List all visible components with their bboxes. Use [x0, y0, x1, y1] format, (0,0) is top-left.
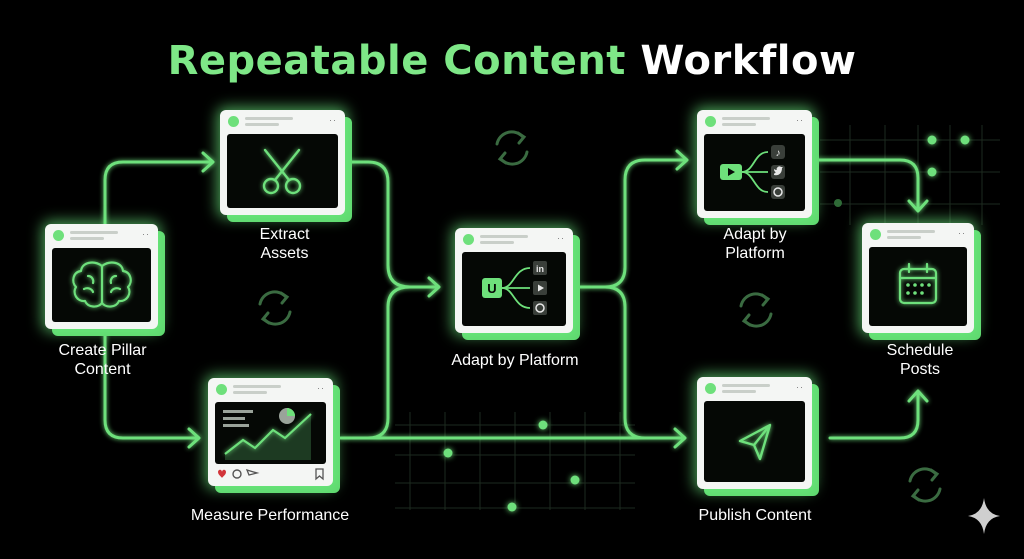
label-publish-content: Publish Content	[698, 507, 812, 524]
connectors	[103, 149, 929, 449]
pinterest-icon	[533, 301, 547, 315]
pinterest-icon	[771, 185, 785, 199]
bookmark-icon	[315, 468, 324, 481]
label-measure-performance: Measure Performance	[190, 507, 350, 524]
card-adapt-top: ·· ♪	[697, 110, 812, 218]
refresh-icon	[739, 292, 773, 328]
analytics-chart-icon	[223, 408, 312, 460]
refresh-icon	[495, 130, 529, 166]
svg-text:in: in	[536, 264, 544, 274]
title-accent: Repeatable Content	[167, 38, 626, 84]
card-create-pillar: ··	[45, 224, 158, 329]
send-icon	[738, 423, 772, 461]
refresh-icon	[258, 290, 292, 326]
calendar-icon	[898, 262, 938, 305]
youtube-icon	[533, 281, 547, 295]
card-extract-assets: ··	[220, 110, 345, 215]
card-schedule-posts: ··	[862, 223, 974, 333]
title-plain: Workflow	[640, 38, 857, 84]
twitter-icon	[771, 165, 785, 179]
video-split-icon: ♪	[720, 145, 785, 199]
scissors-icon	[262, 148, 302, 195]
svg-text:♪: ♪	[776, 148, 781, 159]
send-small-icon	[245, 468, 260, 476]
decor-dots	[443, 135, 970, 512]
linkedin-icon: in	[533, 261, 547, 275]
label-schedule-posts: Schedule Posts	[886, 342, 954, 378]
card-measure-performance: ··	[208, 378, 333, 486]
platform-split-icon: U in	[482, 261, 547, 315]
card-publish-content: ··	[697, 377, 812, 489]
svg-text:U: U	[487, 281, 496, 296]
sparkle-icon	[968, 498, 1000, 534]
label-create-pillar: Create Pillar Content	[58, 342, 147, 378]
page-title: Repeatable Content Workflow	[0, 38, 1024, 84]
grid-bottom	[395, 412, 635, 510]
heart-icon	[218, 469, 226, 478]
refresh-icon	[908, 467, 942, 503]
brain-icon	[72, 261, 132, 308]
tiktok-icon: ♪	[771, 145, 785, 159]
label-adapt-top: Adapt by Platform	[723, 226, 787, 262]
label-extract-assets: Extract Assets	[259, 226, 310, 262]
label-adapt-center: Adapt by Platform	[451, 352, 579, 369]
card-action-icons	[218, 468, 324, 481]
grid-top-right	[820, 125, 1000, 225]
card-adapt-center: ·· U in	[455, 228, 573, 333]
comment-icon	[232, 469, 242, 479]
